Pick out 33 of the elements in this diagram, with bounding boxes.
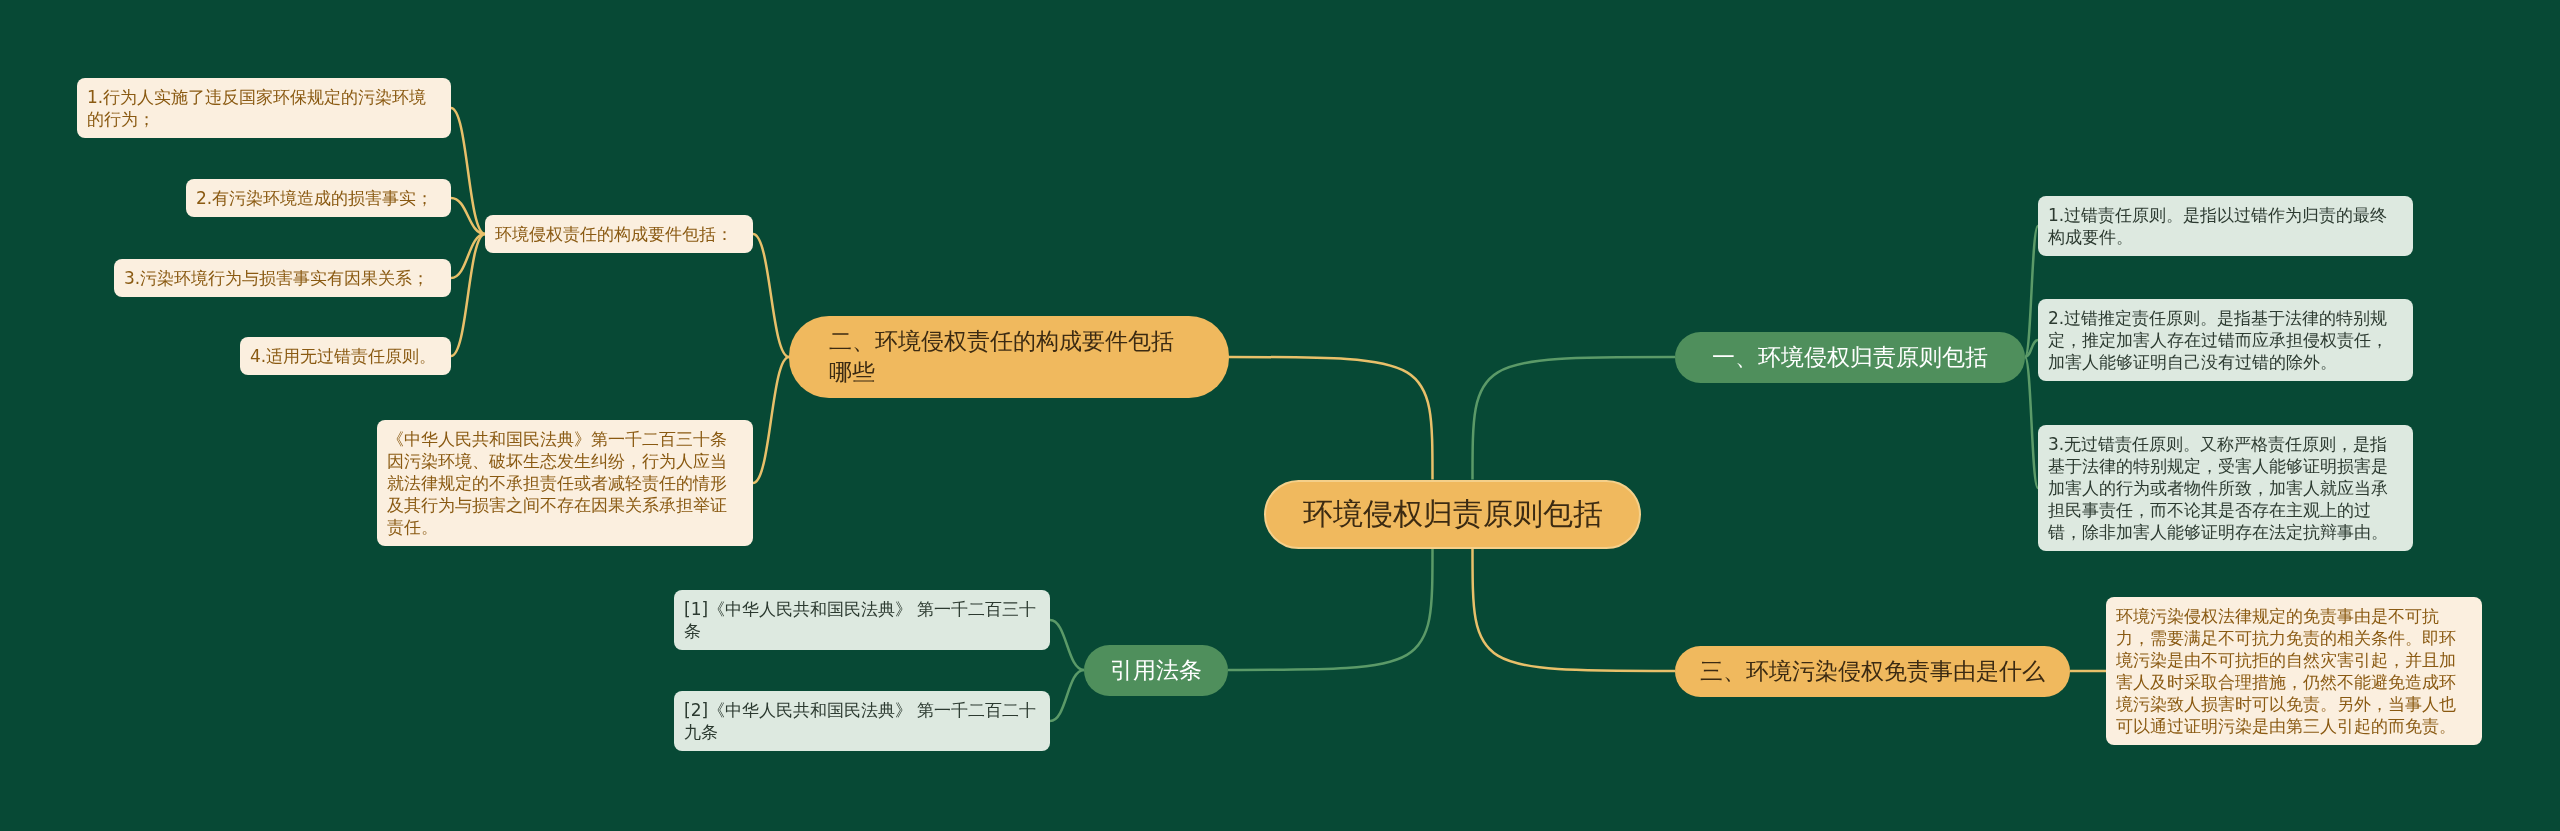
connector [1471, 355, 1675, 480]
topic-box: 引用法条 [1084, 644, 1228, 696]
topic-box: 二、环境侵权责任的构成要件包括哪些 [789, 316, 1229, 399]
central-topic: 环境侵权归责原则包括 [1264, 479, 1641, 549]
connector [2070, 669, 2106, 673]
connector [1049, 618, 1085, 672]
note-box: 3.无过错责任原则。又称严格责任原则，是指基于法律的特别规定，受害人能够证明损害是加害人的行为或者物件所致，加害人就应当承担民事责任，而不论其是否存在主观上的过错，除非加害人能够证明存在法定抗辩事由。 [2038, 425, 2413, 552]
topic-box: 一、环境侵权归责原则包括 [1675, 331, 2025, 383]
note-box: 3.污染环境行为与损害事实有因果关系； [114, 259, 451, 298]
note-box: 1.过错责任原则。是指以过错作为归责的最终构成要件。 [2038, 196, 2413, 257]
connector [1471, 548, 1675, 673]
note-box: [2]《中华人民共和国民法典》 第一千二百二十九条 [674, 691, 1050, 752]
note-box: 2.有污染环境造成的损害事实； [186, 179, 451, 218]
connector [2023, 356, 2040, 489]
connector [1229, 355, 1434, 480]
note-box: 4.适用无过错责任原则。 [240, 337, 451, 376]
connector [1228, 548, 1434, 672]
subtopic-box: 环境侵权责任的构成要件包括： [485, 215, 753, 254]
note-box: 1.行为人实施了违反国家环保规定的污染环境的行为； [77, 78, 451, 139]
connector [450, 196, 486, 236]
note-box: 环境污染侵权法律规定的免责事由是不可抗力，需要满足不可抗力免责的相关条件。即环境污染是由不可抗拒的自然灾害引起，并且加害人及时采取合理措施，仍然不能避免造成环境污染致人损害时可以免责。另外，当事人也可以通过证明污染是由第三人引起的而免责。 [2106, 596, 2482, 746]
connector [450, 106, 486, 236]
connector [752, 232, 790, 359]
note-box: 《中华人民共和国民法典》第一千二百三十条因污染环境、破坏生态发生纠纷，行为人应当就法律规定的不承担责任或者减轻责任的情形及其行为与损害之间不存在因果关系承担举证责任。 [377, 420, 753, 547]
note-box: [1]《中华人民共和国民法典》 第一千二百三十条 [674, 590, 1050, 651]
connector [752, 355, 790, 485]
connector [2024, 338, 2039, 359]
connector [450, 232, 486, 358]
connector [2023, 225, 2040, 358]
connector [450, 232, 486, 280]
connector [1049, 668, 1085, 723]
note-box: 2.过错推定责任原则。是指基于法律的特别规定，推定加害人存在过错而应承担侵权责任，加害人能够证明自己没有过错的除外。 [2038, 299, 2413, 382]
topic-box: 三、环境污染侵权免责事由是什么 [1675, 645, 2070, 697]
